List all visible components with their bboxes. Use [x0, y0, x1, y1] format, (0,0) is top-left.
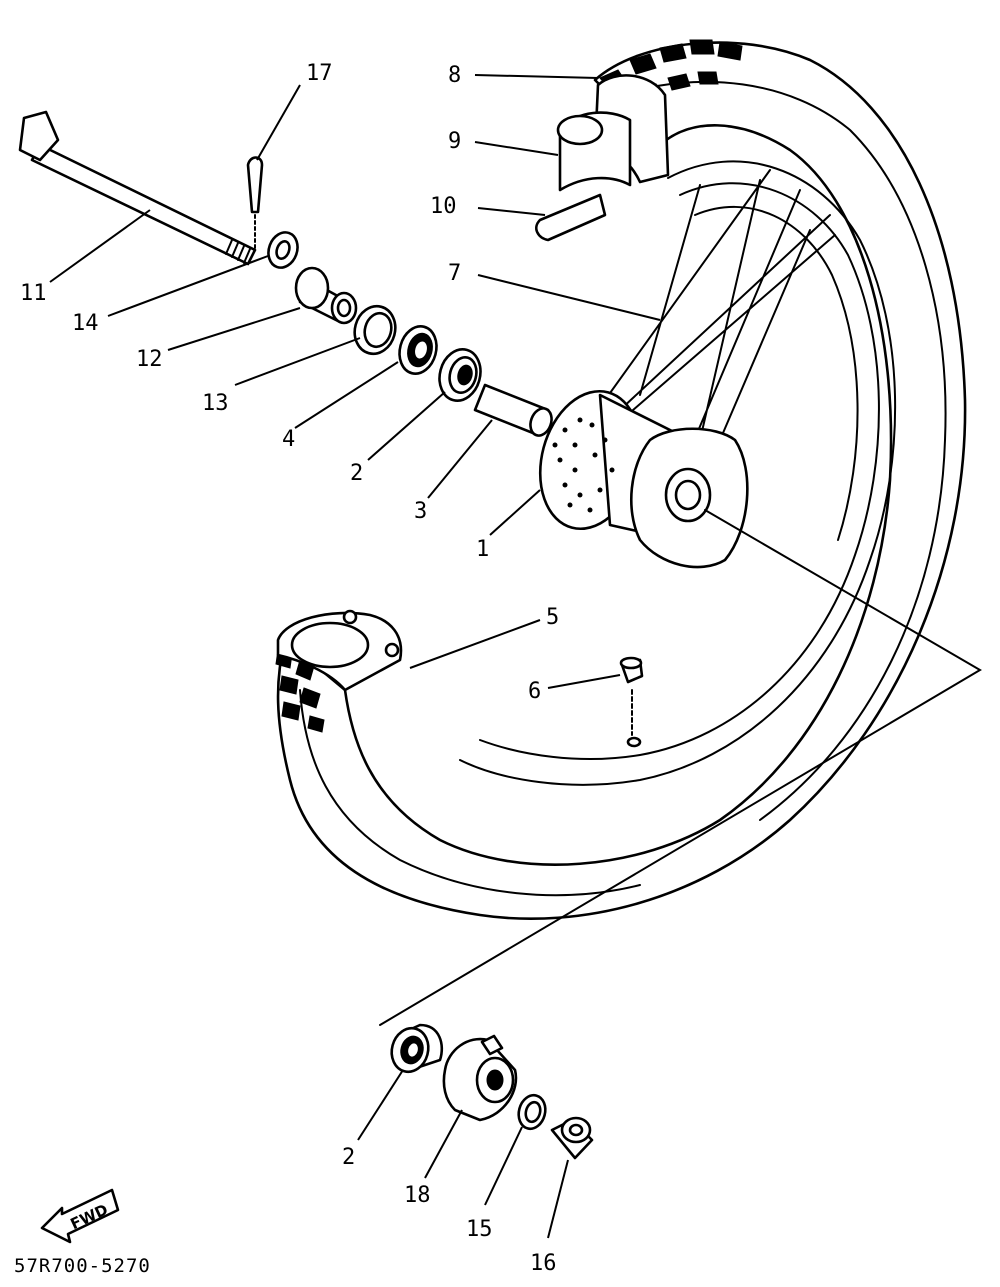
meter-gear-unit	[442, 1034, 518, 1122]
flanged-spacer	[294, 266, 358, 325]
callout-14: 14	[72, 311, 99, 336]
washer	[517, 1093, 547, 1131]
valve-cap	[619, 656, 644, 748]
spokes	[604, 169, 836, 451]
callout-18: 18	[404, 1183, 431, 1208]
rim	[459, 160, 897, 786]
callout-9: 9	[448, 129, 461, 154]
drawing-code: 57R700-5270	[14, 1255, 151, 1277]
callout-8: 8	[448, 63, 461, 88]
tube	[556, 111, 632, 192]
oil-seal	[353, 304, 397, 356]
projection-line	[379, 509, 982, 1026]
callout-16: 16	[530, 1251, 557, 1276]
callout-6: 6	[528, 679, 541, 704]
callout-10: 10	[430, 194, 457, 219]
spacer	[473, 383, 553, 437]
leader-lines	[49, 74, 661, 1239]
callout-7: 7	[448, 261, 461, 286]
hub	[538, 389, 749, 569]
callouts: 8 9 10 7 17 11 14 12 13 4 2 3 1 5 6 2 18…	[20, 61, 559, 1276]
callout-17: 17	[306, 61, 333, 86]
cotter-pin	[246, 156, 264, 251]
forward-arrow: FWD	[40, 1188, 120, 1244]
axle	[18, 110, 257, 266]
callout-5: 5	[546, 605, 559, 630]
bearing-left	[398, 325, 438, 375]
callout-4: 4	[282, 427, 295, 452]
callout-11: 11	[20, 281, 47, 306]
callout-2-upper: 2	[350, 461, 363, 486]
callout-13: 13	[202, 391, 229, 416]
bearing-lower	[390, 1023, 444, 1074]
axle-nut	[550, 1116, 594, 1160]
rim-band	[535, 193, 607, 242]
bearing-right	[438, 348, 482, 402]
collar	[267, 231, 299, 269]
callout-3: 3	[414, 499, 427, 524]
callout-12: 12	[136, 347, 163, 372]
tire	[275, 39, 967, 921]
callout-15: 15	[466, 1217, 493, 1242]
callout-1: 1	[476, 537, 489, 562]
callout-2-lower: 2	[342, 1145, 355, 1170]
